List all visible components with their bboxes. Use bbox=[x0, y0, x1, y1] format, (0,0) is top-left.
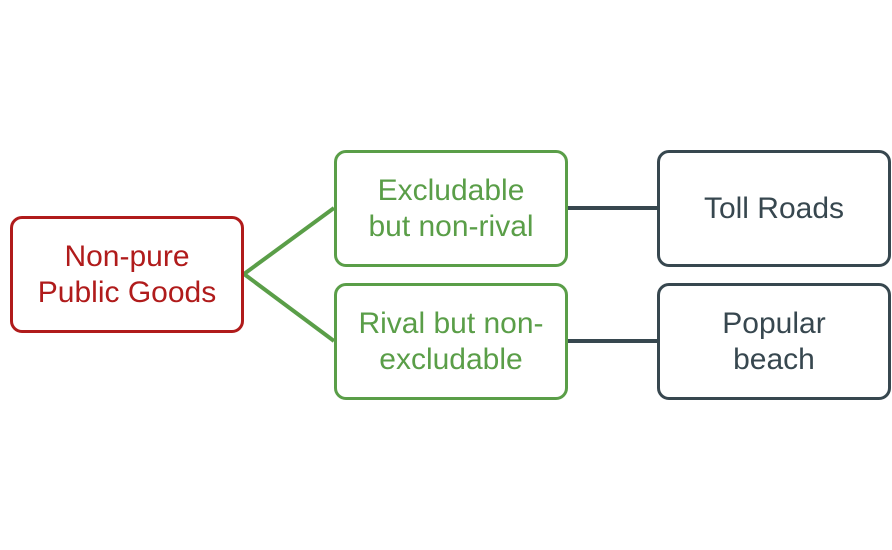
category-node-rival-non-excludable: Rival but non- excludable bbox=[334, 283, 568, 400]
category-label-line-1: Rival but non- bbox=[358, 306, 544, 340]
example-node-popular-beach: Popular beach bbox=[657, 283, 891, 400]
example-label-line-1: Popular bbox=[722, 306, 826, 340]
category-label-line-2: excludable bbox=[379, 342, 523, 376]
category-label-line-1: Excludable bbox=[377, 173, 525, 207]
example-node-toll-roads: Toll Roads bbox=[657, 150, 891, 267]
connector-root-to-excludable bbox=[242, 206, 336, 276]
example-label-line-2: beach bbox=[733, 342, 815, 376]
root-label-line-2: Public Goods bbox=[37, 275, 217, 309]
connector-root-to-rival bbox=[242, 272, 336, 343]
root-label-line-1: Non-pure bbox=[64, 239, 190, 273]
root-node-non-pure-public-goods: Non-pure Public Goods bbox=[10, 216, 244, 333]
category-node-excludable-non-rival: Excludable but non-rival bbox=[334, 150, 568, 267]
example-label-line-1: Toll Roads bbox=[703, 191, 845, 225]
category-label-line-2: but non-rival bbox=[368, 209, 534, 243]
